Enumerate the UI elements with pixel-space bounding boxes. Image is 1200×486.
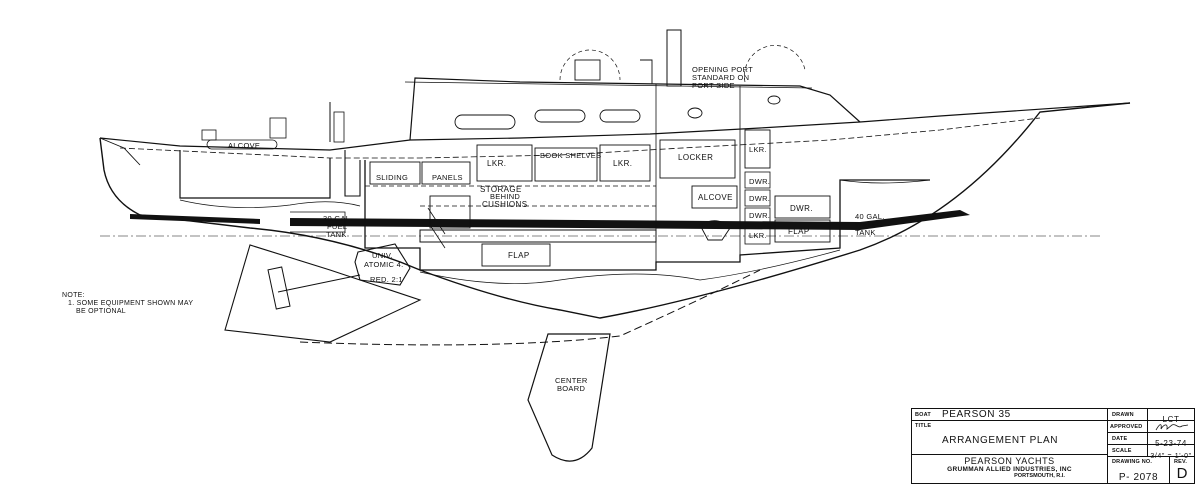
- storage-label-3: CUSHIONS: [482, 200, 527, 209]
- date-label: DATE: [1112, 436, 1128, 442]
- storage-label-1: STORAGE: [480, 185, 522, 194]
- flap-aft-label: FLAP: [788, 227, 810, 236]
- lkr-fwd-label: LKR.: [487, 159, 506, 168]
- book-shelves-label: BOOK SHELVES: [540, 151, 601, 160]
- note-heading: NOTE:: [62, 292, 85, 299]
- lkr-low-label: LKR.: [749, 231, 767, 240]
- scale-label: SCALE: [1112, 448, 1132, 454]
- drawn-label: DRAWN: [1112, 412, 1134, 418]
- dwr-3-label: DWR.: [749, 211, 770, 220]
- equipment-note: NOTE: 1. SOME EQUIPMENT SHOWN MAY BE OPT…: [62, 292, 193, 316]
- drawing-no-label: DRAWING NO.: [1112, 459, 1153, 465]
- dwr-1-label: DWR.: [749, 177, 770, 186]
- water-tank-label-1: 40 GAL.: [855, 212, 885, 221]
- lkr-aft-label: LKR.: [749, 145, 767, 154]
- drawn-value: LCT: [1162, 415, 1180, 424]
- locker-label: LOCKER: [678, 153, 713, 162]
- engine-label-3: RED. 2:1: [370, 275, 403, 284]
- dwr-2-label: DWR.: [749, 194, 770, 203]
- title-label: TITLE: [915, 423, 932, 429]
- cabin-house: [409, 77, 861, 141]
- title-block: BOAT PEARSON 35 TITLE ARRANGEMENT PLAN P…: [911, 408, 1195, 484]
- boat-label: BOAT: [915, 412, 931, 418]
- rev-value: D: [1176, 465, 1188, 482]
- scale-value: 3/4" = 1'-0": [1150, 453, 1192, 460]
- saloon-interior: [364, 160, 930, 271]
- approved-label: APPROVED: [1110, 424, 1143, 430]
- lkr-mid-label: LKR.: [613, 159, 632, 168]
- rudder: [224, 244, 422, 343]
- rev-label: REV.: [1174, 459, 1188, 465]
- fuel-tank-label-3: TANK: [326, 230, 347, 239]
- boat-value: PEARSON 35: [942, 409, 1011, 420]
- hull-outline: [99, 102, 1131, 319]
- note-line-2: BE OPTIONAL: [76, 308, 126, 315]
- sliding-label: SLIDING: [376, 173, 408, 182]
- storage-label-2: BEHIND: [490, 192, 520, 201]
- company-parent: GRUMMAN ALLIED INDUSTRIES, INC: [947, 466, 1072, 473]
- fuel-tank-label-2: FUEL: [327, 222, 347, 231]
- engine: [354, 243, 411, 286]
- sheer-line: [99, 102, 1131, 151]
- center-board: [527, 333, 611, 462]
- dwr-big-label: DWR.: [790, 204, 813, 213]
- engine-label-2: ATOMIC 4.: [364, 260, 404, 269]
- alcove-aft-label: ALCOVE: [698, 193, 733, 202]
- center-board-label-1: CENTER: [555, 376, 588, 385]
- panels-label: PANELS: [432, 173, 463, 182]
- company-location: PORTSMOUTH, R.I.: [1014, 473, 1065, 479]
- title-value: ARRANGEMENT PLAN: [942, 435, 1059, 446]
- company-name: PEARSON YACHTS: [964, 456, 1055, 466]
- center-board-label-2: BOARD: [557, 384, 585, 393]
- opening-port-label-2: STANDARD ON: [692, 73, 749, 82]
- alcove-fwd-label: ALCOVE: [228, 141, 260, 150]
- water-tank-label-3: TANK: [855, 228, 876, 237]
- fuel-tank-label-1: 30 GAL.: [323, 214, 353, 223]
- drawing-no-value: P- 2078: [1118, 472, 1159, 483]
- engine-label-1: UNIV.: [372, 251, 393, 260]
- approval-signature: [1155, 424, 1189, 431]
- flap-main-label: FLAP: [508, 251, 530, 260]
- water-tank-label-2: WATER: [855, 220, 883, 229]
- opening-port-label-3: PORT SIDE: [692, 81, 735, 90]
- date-value: 5-23-74: [1155, 439, 1187, 448]
- opening-port-label-1: OPENING PORT: [692, 65, 753, 74]
- note-line-1: 1. SOME EQUIPMENT SHOWN MAY: [68, 300, 194, 307]
